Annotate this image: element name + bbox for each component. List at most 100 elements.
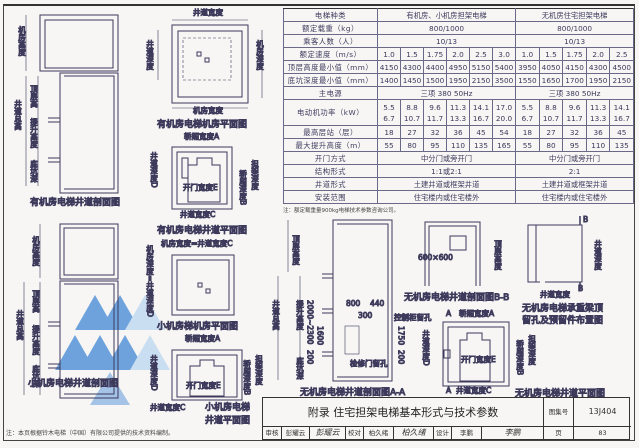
cell-left: 1.75 xyxy=(423,47,447,61)
row-label: 最高层站（层） xyxy=(283,125,378,139)
mrl-section-bb xyxy=(424,221,481,286)
cell-left-merged: 1:1或2:1 xyxy=(376,164,517,178)
label-small-top-floor-height: 顶层高 xyxy=(31,290,40,314)
label-mrl-shaft-total-height: 井道总高 xyxy=(271,299,280,332)
cell-left: 18 xyxy=(377,125,401,139)
section-mark-a-bottom: A xyxy=(446,386,452,395)
dim-200-left: 200 xyxy=(306,350,315,365)
check-label: 校对 xyxy=(345,426,363,440)
dim-1750: 1750 xyxy=(397,326,406,345)
label-mrl-car-depth-b: 轿厢深度B xyxy=(515,339,524,376)
label-small-car-width-a: 轿厢宽度A xyxy=(185,333,221,343)
mr-plan xyxy=(157,19,263,109)
mr-shaft-plan xyxy=(171,146,233,210)
cell-right-merged: 住宅楼内或住宅楼外 xyxy=(515,190,635,204)
cell-left: 17.0 20.0 xyxy=(491,99,517,126)
atlas-label: 图集号 xyxy=(543,398,573,426)
row-label: 井道形式 xyxy=(283,177,378,191)
label-hole-600: 600×600 xyxy=(418,253,453,262)
row-label: 最大提升高度（m） xyxy=(283,138,378,152)
cell-right: 9.6 11.7 xyxy=(562,99,587,126)
checker-name: 柏久绪 xyxy=(363,426,393,440)
cell-right: 11.3 13.3 xyxy=(585,99,611,126)
atlas-number: 13J404 xyxy=(573,398,631,426)
review-label: 审核 xyxy=(265,429,279,437)
label-small-door-width-e: 开门宽度E xyxy=(186,380,221,390)
label-access-door-hole: 检修门留孔 xyxy=(350,358,388,368)
cell-right: 8.8 10.7 xyxy=(538,99,564,126)
label-machine-room-depth: 机房深度 xyxy=(255,39,264,72)
label-mrl-shaft-depth-d: 井道深度D xyxy=(421,329,430,366)
label-shaft-width-c: 井道宽度C xyxy=(180,209,215,219)
tech-parameter-table: 电梯种类有机房、小机房担架电梯无机房住宅担架电梯额定载重（kg）800/1000… xyxy=(283,8,635,204)
row-label: 额定载重（kg） xyxy=(283,21,378,35)
cell-right: 14.1 16.7 xyxy=(609,99,635,126)
caption-mr-section: 有机房电梯井道剖面图 xyxy=(30,196,120,208)
page-number: 83 xyxy=(573,426,631,440)
mrl-beam-plan xyxy=(527,216,583,290)
cell-right-merged: 三项 380 50Hz xyxy=(515,86,635,100)
group-left-header: 有机房、小机房担架电梯 xyxy=(376,8,517,22)
drawing-title: 附录 住宅担架电梯基本形式与技术参数 xyxy=(307,406,499,419)
cell-right: 18 xyxy=(515,125,540,139)
cell-right: 1700 xyxy=(562,73,587,87)
label-car-width-a: 轿厢宽度A xyxy=(184,131,220,141)
row-label: 主电源 xyxy=(283,86,378,100)
cell-right: 3950 xyxy=(515,60,540,74)
cell-left: 4400 xyxy=(423,60,447,74)
cell-left-merged: 800/1000 xyxy=(376,21,517,35)
label-mr-width-eq: 机房宽度=井道宽度C xyxy=(161,238,233,248)
cell-right: 2.0 xyxy=(585,47,611,61)
label-shaft-width: 井道宽度 xyxy=(193,7,223,17)
section-mark-b-bottom: B xyxy=(578,284,583,293)
table-note: 注：额定载重量900kg电梯技术参数咨询公司。 xyxy=(283,208,400,214)
cell-left: 4950 xyxy=(446,60,470,74)
caption-mrl-section-aa: 无机房电梯井道剖面图A-A xyxy=(300,386,406,398)
cell-left: 5.5 6.7 xyxy=(377,99,401,126)
cell-right: 4500 xyxy=(609,60,635,74)
table-row: 开门方式中分门或旁开门中分门或旁开门 xyxy=(283,151,635,165)
caption-mrl-shaft-plan: 无机房电梯井道平面图 xyxy=(515,387,605,399)
cell-left: 27 xyxy=(400,125,424,139)
cell-right: 95 xyxy=(562,138,587,152)
cell-left: 9.6 11.7 xyxy=(423,99,447,126)
cell-right: 4150 xyxy=(562,60,587,74)
label-small-pit-depth: 底坑深 xyxy=(31,364,40,389)
cell-left-merged: 10/13 xyxy=(376,34,517,48)
cell-right: 80 xyxy=(538,138,564,152)
cell-left: 45 xyxy=(469,125,493,139)
designer-signature: 李鹏 xyxy=(481,426,543,440)
caption-mrl-beam-1: 无机房电梯承重梁顶 xyxy=(522,302,603,314)
dim-800: 800 xyxy=(346,299,361,308)
dim-1600: 1600 xyxy=(316,326,325,345)
dim-440: 440 xyxy=(370,299,385,308)
row-label: 结构形式 xyxy=(283,164,378,178)
cell-right-merged: 中分门或旁开门 xyxy=(515,151,635,165)
cell-right: 1.75 xyxy=(562,47,587,61)
cell-left: 14.1 16.7 xyxy=(469,99,493,126)
label-stretcher-depth: 担架深度 xyxy=(250,159,259,192)
dim-2000-2300: 2000~2300 xyxy=(306,300,315,345)
cell-left: 80 xyxy=(400,138,424,152)
label-shaft-depth: 井道深度 xyxy=(145,39,154,72)
group-right-header: 无机房住宅担架电梯 xyxy=(515,8,635,22)
label-small-car-depth-b: 轿厢深度B xyxy=(242,359,251,396)
caption-mrl-beam-2: 留孔及预留件布置图 xyxy=(522,314,603,326)
table-row: 安装范围住宅楼内或住宅楼外住宅楼内或住宅楼外 xyxy=(283,190,635,204)
checker-signature: 柏久绪 xyxy=(393,426,433,440)
row-label: 安装范围 xyxy=(283,190,378,204)
cell-right: 32 xyxy=(562,125,587,139)
cell-left-merged: 土建井道或框架井道 xyxy=(376,177,517,191)
cell-left: 1450 xyxy=(400,73,424,87)
cell-right: 2150 xyxy=(609,73,635,87)
cell-right: 4300 xyxy=(585,60,611,74)
cell-right: 1650 xyxy=(538,73,564,87)
table-row: 井道形式土建井道或框架井道土建井道或框架井道 xyxy=(283,177,635,191)
cell-right: 1550 xyxy=(515,73,540,87)
label-mrl-door-width-e: 开门宽度E xyxy=(461,354,496,364)
